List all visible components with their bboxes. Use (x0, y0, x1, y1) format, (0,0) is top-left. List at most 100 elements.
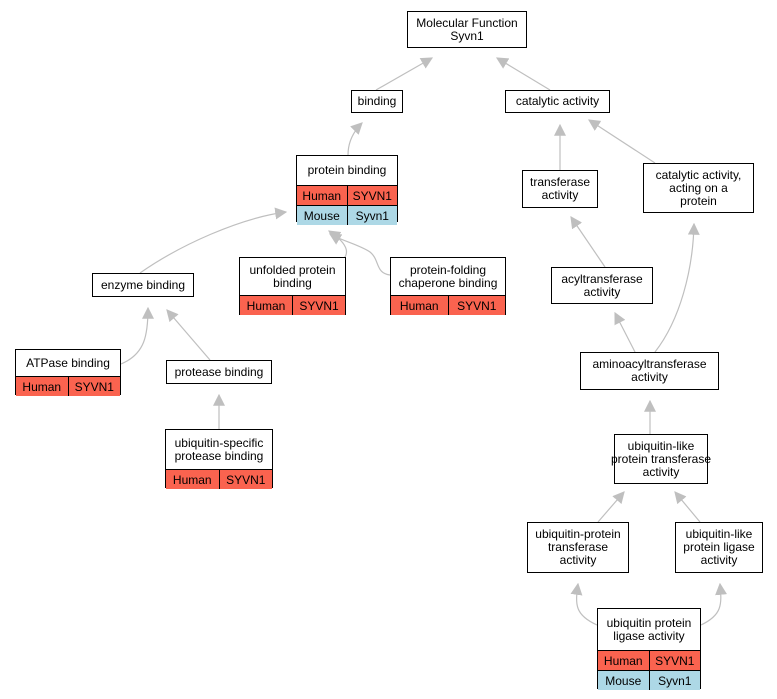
node-label-line: protein transferase (610, 451, 712, 466)
node-label-line: activity (541, 188, 579, 202)
node-label-line: ligase activity (613, 628, 685, 643)
node-label-line: protein binding (307, 163, 387, 177)
gene-cell: Syvn1 (648, 671, 701, 690)
species-cell: Human (399, 298, 439, 313)
node-label-line: activity (631, 370, 668, 384)
node-label-line: activity (700, 553, 738, 567)
node-title: catalytic activity (506, 91, 609, 112)
node-label-line: ubiquitin-specific (174, 435, 264, 450)
node-label-line: protein (680, 193, 717, 208)
edge-upl-to-upt (570, 582, 598, 626)
node-binding[interactable]: binding (351, 90, 403, 113)
annotation-row-human: Human SYVN1 (391, 295, 505, 315)
node-title: protein binding (297, 156, 397, 185)
edge-chaperone-to-protein-binding (328, 233, 391, 276)
edge-acyltransferase-to-transferase (570, 216, 606, 268)
species-cell: Human (172, 472, 212, 487)
annotation-row-human: Human SYVN1 (240, 295, 345, 315)
edge-catalytic-to-molecular-function (495, 57, 551, 91)
node-label-line: transferase (529, 175, 591, 189)
node-label-line: transferase (547, 540, 608, 554)
node-label-line: aminoacyltransferase (592, 357, 707, 371)
gene-cell: SYVN1 (292, 296, 345, 315)
node-title: protease binding (167, 361, 271, 383)
annotation-row-human: Human SYVN1 (598, 650, 700, 670)
node-label-line: ATPase binding (26, 355, 110, 370)
species-cell: Mouse (605, 673, 642, 688)
node-label-line: activity (642, 464, 680, 479)
edge-upl-to-ulpl (700, 582, 727, 626)
node-label-line: acyltransferase (561, 271, 643, 286)
node-label-line: protease binding (174, 364, 264, 379)
annotation-row-human: Human SYVN1 (297, 185, 397, 205)
edge-upt-to-ulpt (597, 491, 625, 523)
node-label-line: catalytic activity (515, 94, 600, 108)
node-label-line: chaperone binding (398, 275, 498, 290)
node-title: ATPase binding (16, 350, 120, 376)
edge-aminoacyl-to-acyltransferase (614, 311, 636, 353)
node-label-line: protein ligase (683, 540, 755, 554)
gene-cell: SYVN1 (67, 377, 121, 396)
edge-aminoacyl-to-catalytic-on-protein (654, 222, 700, 353)
species-cell: Mouse (303, 208, 340, 223)
node-label-line: binding (357, 94, 397, 108)
edge-protease-to-enzyme (166, 309, 211, 361)
annotation-row-human: Human SYVN1 (166, 469, 272, 489)
species-cell: Human (246, 298, 286, 313)
edge-binding-to-molecular-function (375, 57, 434, 91)
node-title: binding (352, 91, 402, 112)
edge-enzyme-to-protein-binding (139, 207, 288, 274)
gene-cell: SYVN1 (218, 470, 273, 489)
node-protease-binding[interactable]: protease binding (166, 360, 272, 384)
edge-catalytic-on-protein-to-catalytic (587, 119, 656, 164)
node-title: enzyme binding (93, 274, 193, 296)
node-label-line: Molecular Function (416, 15, 518, 30)
annotation-row-mouse: Mouse Syvn1 (598, 670, 700, 690)
edge-protein-binding-to-binding (347, 122, 363, 156)
node-label-line: protease binding (174, 448, 264, 463)
species-cell: Human (603, 653, 643, 668)
node-label-line: catalytic activity, (655, 167, 742, 182)
node-label-line: unfolded protein (249, 262, 336, 277)
gene-cell: SYVN1 (648, 651, 701, 670)
species-cell: Human (302, 188, 342, 203)
node-catalytic-activity[interactable]: catalytic activity (505, 90, 610, 113)
node-label-line: activity (559, 553, 597, 567)
gene-cell: SYVN1 (346, 186, 398, 205)
node-label-line: Syvn1 (450, 28, 484, 43)
node-label-line: enzyme binding (100, 277, 186, 292)
node-label-line: acting on a (669, 180, 728, 195)
edge-atpase-to-enzyme (120, 306, 154, 365)
node-label-line: activity (583, 284, 621, 299)
node-enzyme-binding[interactable]: enzyme binding (92, 273, 194, 297)
gene-cell: SYVN1 (447, 296, 506, 315)
edge-ulpl-to-ulpt (674, 491, 701, 523)
